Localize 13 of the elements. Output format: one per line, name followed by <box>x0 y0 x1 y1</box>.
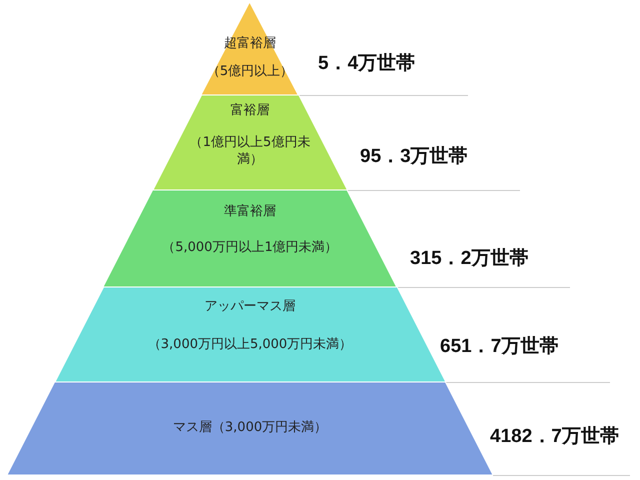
range: （5,000万円以上1億円未満） <box>161 240 339 257</box>
layer-name: 富裕層 <box>229 103 270 120</box>
range: （3,000万円以上5,000万円未満） <box>146 337 354 354</box>
range: （5億円以上） <box>206 64 294 81</box>
layer-name: 準富裕層 <box>222 204 277 221</box>
layer-name: マス層（3,000万円未満） <box>172 420 328 437</box>
layer-name: アッパーマス層 <box>203 299 296 316</box>
household-count: 95．3万世帯 <box>360 145 468 169</box>
household-count: 315．2万世帯 <box>410 247 528 271</box>
range: （1億円以上5億円未満） <box>188 135 312 169</box>
household-count: 651．7万世帯 <box>440 335 558 359</box>
household-count: 5．4万世帯 <box>318 52 416 76</box>
household-count: 4182．7万世帯 <box>490 425 619 449</box>
